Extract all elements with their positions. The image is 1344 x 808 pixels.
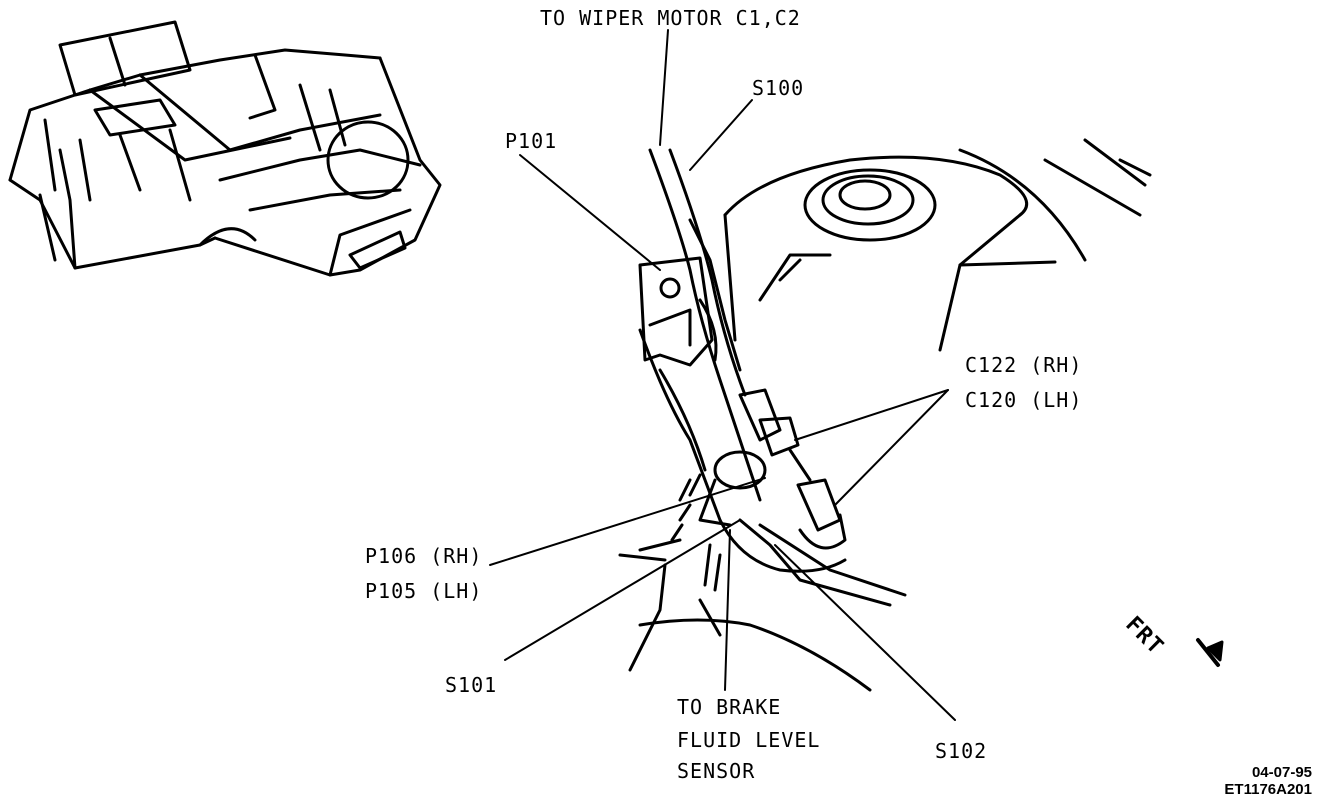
leader-s102 bbox=[774, 544, 956, 721]
leader-lines bbox=[489, 29, 956, 721]
label-s100: S100 bbox=[752, 76, 805, 100]
label-wiper-motor: TO WIPER MOTOR C1,C2 bbox=[540, 6, 801, 30]
vehicle-locator-illustration bbox=[8, 20, 442, 277]
leader-s100 bbox=[689, 99, 753, 171]
label-s102: S102 bbox=[935, 739, 988, 763]
leader-wiper bbox=[659, 29, 669, 146]
label-brake-2: FLUID LEVEL bbox=[677, 728, 821, 752]
label-c122: C122 (RH) bbox=[965, 353, 1083, 377]
front-arrow-icon bbox=[1196, 638, 1224, 667]
label-p101: P101 bbox=[505, 129, 558, 153]
leader-p106 bbox=[489, 477, 766, 566]
label-p105: P105 (LH) bbox=[365, 579, 483, 603]
leader-s101 bbox=[504, 519, 741, 661]
leader-brake bbox=[724, 529, 731, 691]
leader-c122 bbox=[794, 389, 949, 441]
engine-compartment-illustration bbox=[618, 138, 1152, 692]
leader-p101 bbox=[519, 154, 661, 271]
label-brake-3: SENSOR bbox=[677, 759, 756, 783]
figure-date: 04-07-95 bbox=[1251, 764, 1312, 781]
label-p106: P106 (RH) bbox=[365, 544, 483, 568]
label-c120: C120 (LH) bbox=[965, 388, 1083, 412]
label-s101: S101 bbox=[445, 673, 498, 697]
leader-c120 bbox=[834, 389, 949, 506]
figure-id: ET1176A201 bbox=[1224, 781, 1312, 798]
label-brake-1: TO BRAKE bbox=[677, 695, 782, 719]
